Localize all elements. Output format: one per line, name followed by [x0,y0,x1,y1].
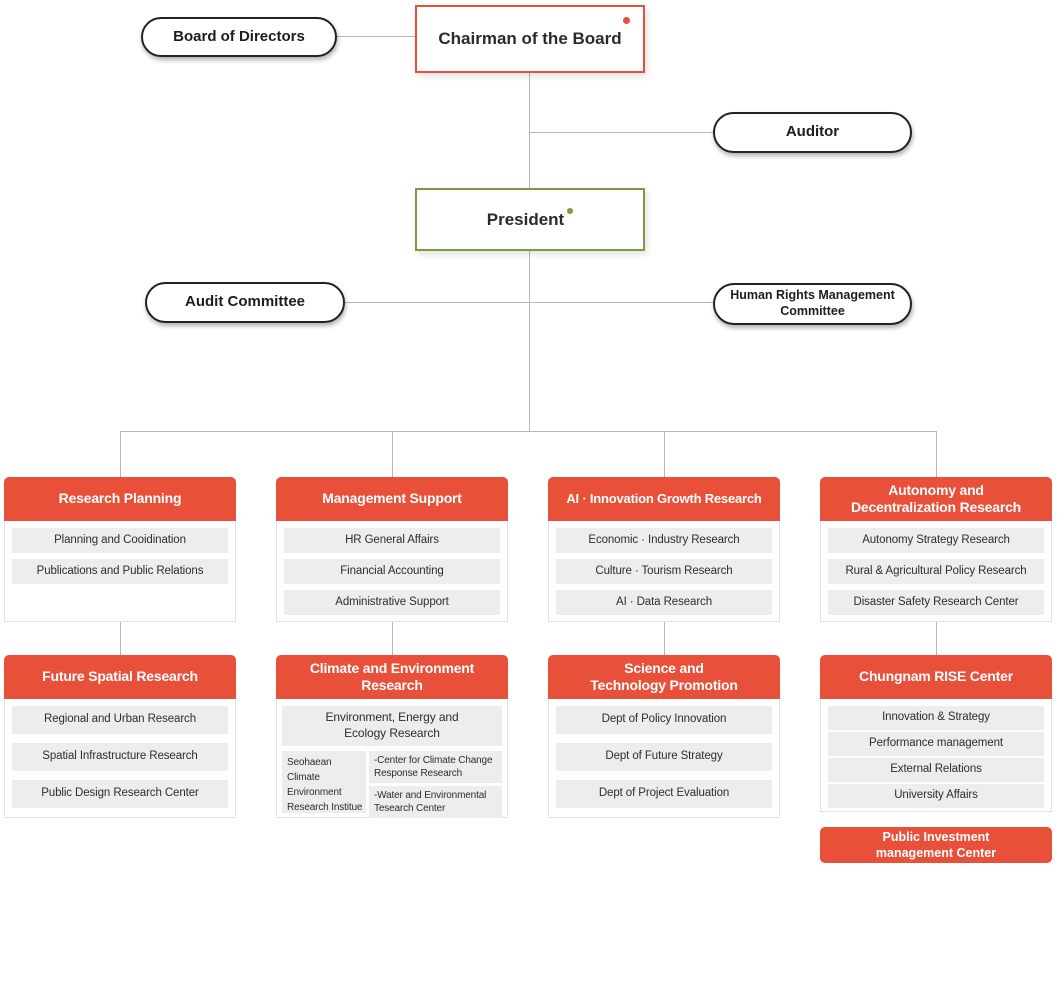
red-dot-icon [623,17,630,24]
dept-item: AI · Data Research [556,590,772,615]
connector-drop-col4 [936,431,937,477]
dept-card-research-planning: Research Planning Planning and Cooidinat… [4,477,236,622]
president-label: President [486,209,565,229]
dept-header: Future Spatial Research [4,655,236,699]
dept-item: Disaster Safety Research Center [828,590,1044,615]
dept-body: Environment, Energy and Ecology Research… [276,699,508,818]
dept-item: Environment, Energy and Ecology Research [282,706,502,746]
dept-header: Autonomy and Decentralization Research [820,477,1052,521]
dept-item: Culture · Tourism Research [556,559,772,584]
dept-body: Planning and Cooidination Publications a… [4,521,236,622]
sub-center-item: -Water and Environmental Tesearch Center [369,786,502,818]
dept-body: Economic · Industry Research Culture · T… [548,521,780,622]
dept-body: HR General Affairs Financial Accounting … [276,521,508,622]
connector-row-col4 [936,622,937,655]
dept-card-future-spatial: Future Spatial Research Regional and Urb… [4,655,236,818]
dept-card-climate-environment: Climate and Environment Research Environ… [276,655,508,818]
dept-item: Innovation & Strategy [828,706,1044,730]
dept-item: Regional and Urban Research [12,706,228,734]
dept-item: External Relations [828,758,1044,782]
dept-item: Autonomy Strategy Research [828,528,1044,553]
dept-header: Science and Technology Promotion [548,655,780,699]
sub-institute-label: Seohaean Climate Environment Research In… [282,751,366,813]
dept-item: Economic · Industry Research [556,528,772,553]
dept-header: Chungnam RISE Center [820,655,1052,699]
dept-card-ai-innovation-growth: AI · Innovation Growth Research Economic… [548,477,780,622]
dept-card-autonomy-decentralization: Autonomy and Decentralization Research A… [820,477,1052,622]
connector-chairman-trunk [529,73,530,431]
dept-body: Autonomy Strategy Research Rural & Agric… [820,521,1052,622]
node-board-of-directors: Board of Directors [141,17,337,57]
dept-item: Public Design Research Center [12,780,228,808]
dept-header: Management Support [276,477,508,521]
node-chairman-of-the-board: Chairman of the Board [415,5,645,73]
dept-card-management-support: Management Support HR General Affairs Fi… [276,477,508,622]
node-auditor: Auditor [713,112,912,153]
connector-row-col3 [664,622,665,655]
node-public-investment-center: Public Investment management Center [820,827,1052,863]
dept-item: University Affairs [828,784,1044,808]
connector-committees [345,302,713,303]
connector-auditor [529,132,713,133]
connector-drop-col1 [120,431,121,477]
connector-board-chairman [337,36,415,37]
node-president: President [415,188,645,251]
node-audit-committee: Audit Committee [145,282,345,323]
dept-item: Performance management [828,732,1044,756]
dept-body: Regional and Urban Research Spatial Infr… [4,699,236,818]
dept-card-science-technology: Science and Technology Promotion Dept of… [548,655,780,818]
dept-item: Administrative Support [284,590,500,615]
connector-drop-col2 [392,431,393,477]
green-dot-icon [567,207,574,214]
dept-item: Spatial Infrastructure Research [12,743,228,771]
dept-item: Dept of Policy Innovation [556,706,772,734]
connector-main-horizontal [120,431,937,432]
dept-header: AI · Innovation Growth Research [548,477,780,521]
dept-header: Climate and Environment Research [276,655,508,699]
dept-item: Financial Accounting [284,559,500,584]
connector-row-col1 [120,622,121,655]
node-human-rights-committee: Human Rights Management Committee [713,283,912,325]
sub-institute-group: Seohaean Climate Environment Research In… [282,751,502,818]
dept-item: Rural & Agricultural Policy Research [828,559,1044,584]
dept-body: Dept of Policy Innovation Dept of Future… [548,699,780,818]
chairman-label: Chairman of the Board [438,29,622,48]
dept-card-chungnam-rise: Chungnam RISE Center Innovation & Strate… [820,655,1052,812]
connector-row-col2 [392,622,393,655]
sub-center-item: -Center for Climate Change Response Rese… [369,751,502,783]
dept-item: HR General Affairs [284,528,500,553]
dept-header: Research Planning [4,477,236,521]
dept-item: Publications and Public Relations [12,559,228,584]
sub-center-list: -Center for Climate Change Response Rese… [369,751,502,818]
dept-item: Planning and Cooidination [12,528,228,553]
dept-body: Innovation & Strategy Performance manage… [820,699,1052,812]
dept-item: Dept of Project Evaluation [556,780,772,808]
dept-item: Dept of Future Strategy [556,743,772,771]
connector-drop-col3 [664,431,665,477]
